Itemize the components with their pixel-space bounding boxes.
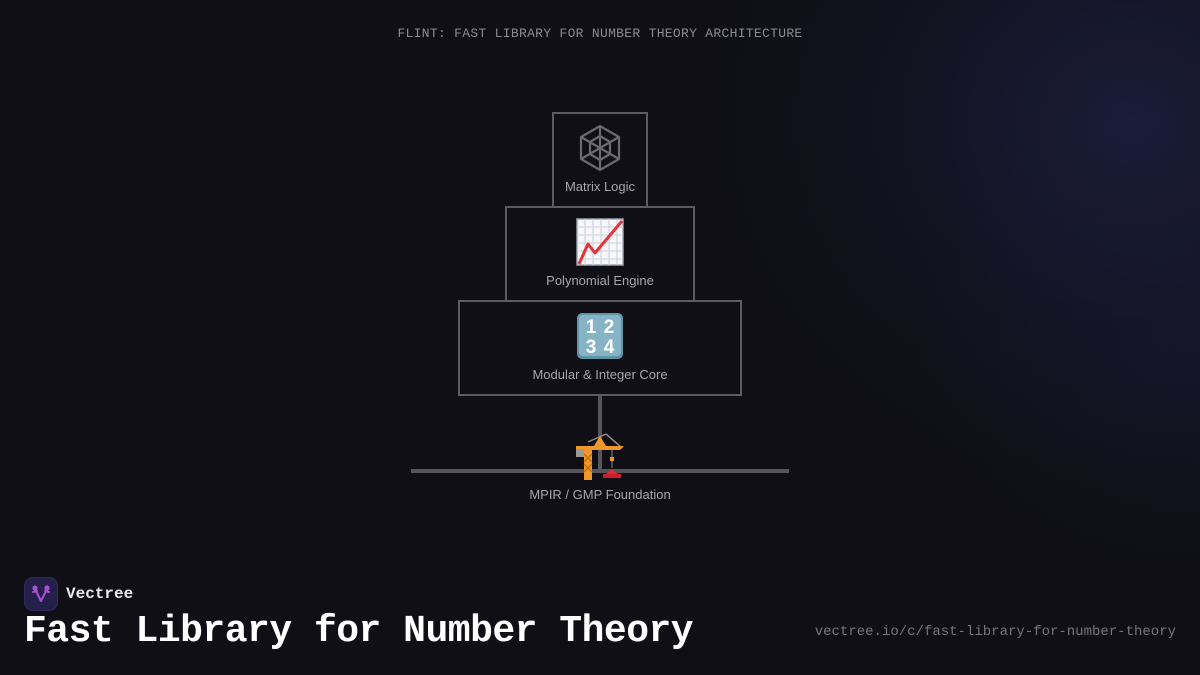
- page-url[interactable]: vectree.io/c/fast-library-for-number-the…: [814, 624, 1176, 640]
- page-title: Fast Library for Number Theory: [24, 610, 694, 653]
- diagram-title: FLINT: FAST LIBRARY FOR NUMBER THEORY AR…: [397, 26, 803, 41]
- svg-text:3: 3: [586, 337, 597, 358]
- svg-text:2: 2: [604, 317, 615, 338]
- tier-polynomial-engine: Polynomial Engine: [505, 206, 695, 302]
- vectree-logo-icon: [24, 577, 58, 611]
- brand[interactable]: Vectree: [24, 577, 133, 611]
- spider-web-icon: [576, 123, 624, 173]
- chart-increasing-icon: [576, 217, 624, 267]
- foundation-label: MPIR / GMP Foundation: [529, 487, 671, 502]
- tier-label: Modular & Integer Core: [532, 367, 668, 382]
- tier-label: Polynomial Engine: [546, 273, 654, 288]
- foundation-baseline: [411, 469, 789, 473]
- construction-crane-icon: [574, 432, 626, 480]
- tier-label: Matrix Logic: [564, 179, 636, 194]
- svg-text:4: 4: [604, 337, 615, 358]
- svg-text:1: 1: [586, 317, 597, 338]
- tier-matrix-logic: Matrix Logic: [552, 112, 648, 208]
- connector-line: [598, 396, 602, 470]
- brand-name: Vectree: [66, 585, 134, 603]
